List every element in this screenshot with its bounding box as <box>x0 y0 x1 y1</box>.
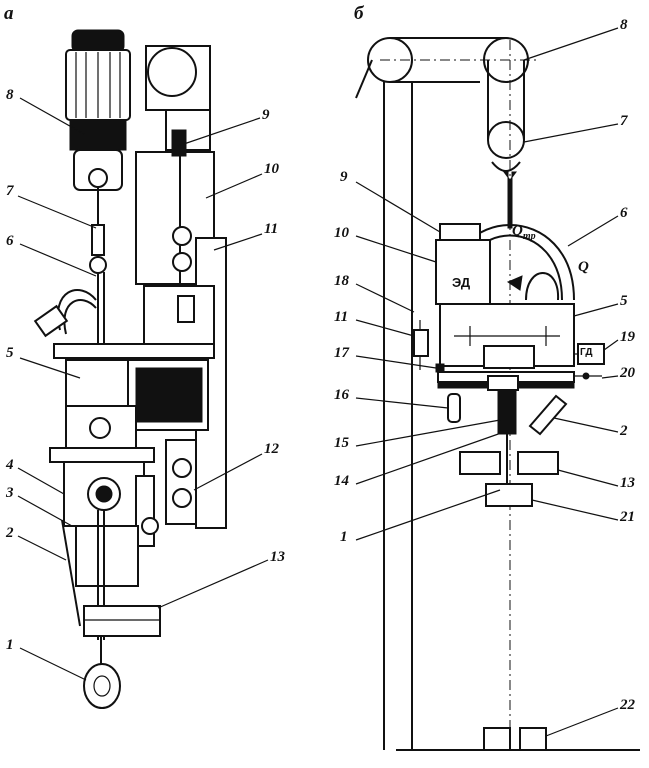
sensor-19-b <box>574 343 605 380</box>
label-a-3: 3 <box>6 485 14 501</box>
label-b-8: 8 <box>620 17 628 33</box>
label-b-16: 16 <box>334 387 349 403</box>
label-b-9: 9 <box>340 169 348 185</box>
force-label-q-friction: Qтр <box>512 223 536 242</box>
label-a-2: 2 <box>6 525 14 541</box>
label-a-6: 6 <box>6 233 14 249</box>
table-plate-b <box>437 371 575 391</box>
label-a-13: 13 <box>270 549 285 565</box>
label-b-10: 10 <box>334 225 349 241</box>
rotation-arrow-b <box>525 272 560 301</box>
leaders-a <box>17 97 269 681</box>
label-a-8: 8 <box>6 87 14 103</box>
label-b-19: 19 <box>620 329 635 345</box>
motor-head-a <box>65 29 131 191</box>
sensor-19-label: ГД <box>580 347 593 358</box>
rod-a <box>89 188 107 355</box>
block-21-b <box>485 483 533 507</box>
label-b-17: 17 <box>334 345 349 361</box>
panel-b-drawing <box>355 27 640 751</box>
label-a-5: 5 <box>6 345 14 361</box>
bracket-12-a <box>165 439 197 525</box>
motor-label-ed: ЭД <box>452 275 471 290</box>
pulley-7-b <box>487 60 525 229</box>
housing-5-b <box>439 303 575 369</box>
label-b-15: 15 <box>334 435 349 451</box>
panel-label-a: а <box>4 3 14 24</box>
label-b-7: 7 <box>620 113 628 129</box>
label-a-10: 10 <box>264 161 279 177</box>
label-b-2: 2 <box>620 423 628 439</box>
hook-a <box>83 636 121 709</box>
label-a-1: 1 <box>6 637 14 653</box>
label-b-5: 5 <box>620 293 628 309</box>
panel-a-drawing <box>17 29 269 709</box>
label-b-13: 13 <box>620 475 635 491</box>
label-b-14: 14 <box>334 473 349 489</box>
label-b-20: 20 <box>620 365 635 381</box>
label-a-11: 11 <box>264 221 279 237</box>
main-housing-a <box>53 343 215 451</box>
label-a-7: 7 <box>6 183 14 199</box>
cylinder-16-b <box>447 393 461 423</box>
spindle-b <box>497 389 568 500</box>
force-label-q: Q <box>578 259 589 275</box>
label-b-6: 6 <box>620 205 628 221</box>
panel-label-b: б <box>354 3 364 24</box>
label-a-9: 9 <box>262 107 270 123</box>
motor-ed-b <box>435 223 491 305</box>
label-b-1: 1 <box>340 529 348 545</box>
spindle-block-a <box>49 447 159 640</box>
label-a-12: 12 <box>264 441 279 457</box>
blocks-22-b <box>483 727 547 751</box>
label-b-21: 21 <box>620 509 635 525</box>
label-b-18: 18 <box>334 273 349 289</box>
label-a-4: 4 <box>6 457 14 473</box>
label-b-22: 22 <box>620 697 635 713</box>
clamps-13-b <box>459 451 559 475</box>
vertical-column-a <box>135 45 227 529</box>
label-b-11: 11 <box>334 309 349 325</box>
left-instruments-b <box>413 320 445 373</box>
clamp-plate-a <box>83 605 161 637</box>
leaders-b <box>355 27 619 737</box>
